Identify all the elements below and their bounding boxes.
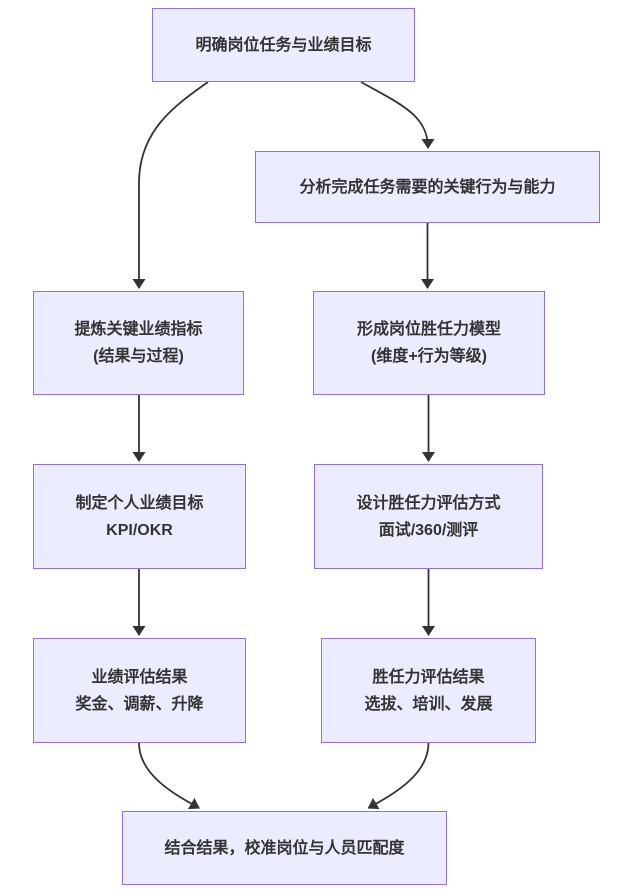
edge-competency-results-to-calibrate: [367, 742, 430, 810]
node-personal-goals: 制定个人业绩目标 KPI/OKR: [33, 464, 246, 569]
edge-performance-results-to-calibrate: [138, 742, 200, 810]
node-label: 提炼关键业绩指标: [74, 321, 203, 338]
node-label: 设计胜任力评估方式: [356, 494, 501, 512]
node-define-goals: 明确岗位任务与业绩目标: [152, 8, 415, 82]
node-performance-results: 业绩评估结果 奖金、调薪、升降: [33, 638, 246, 743]
node-label: 形成岗位胜任力模型: [356, 321, 501, 338]
node-label: 胜任力评估结果: [372, 668, 485, 686]
node-sublabel: KPI/OKR: [106, 521, 173, 539]
edge-define-goals-to-analyze-behaviors: [360, 81, 435, 149]
node-sublabel: (结果与过程): [93, 348, 184, 365]
node-assessment-methods: 设计胜任力评估方式 面试/360/测评: [314, 464, 543, 569]
node-calibrate: 结合结果，校准岗位与人员匹配度: [122, 811, 447, 885]
node-label: 制定个人业绩目标: [75, 494, 204, 512]
edge-define-goals-to-extract-kpi: [132, 81, 209, 289]
node-sublabel: 选拔、培训、发展: [364, 695, 493, 713]
node-label: 业绩评估结果: [91, 668, 188, 686]
node-competency-results: 胜任力评估结果 选拔、培训、发展: [321, 638, 536, 743]
node-sublabel: (维度+行为等级): [370, 348, 487, 365]
node-sublabel: 面试/360/测评: [378, 521, 479, 539]
node-label: 分析完成任务需要的关键行为与能力: [299, 178, 556, 196]
node-label: 结合结果，校准岗位与人员匹配度: [164, 839, 405, 857]
node-competency-model: 形成岗位胜任力模型 (维度+行为等级): [313, 291, 545, 395]
node-extract-kpi: 提炼关键业绩指标 (结果与过程): [33, 291, 244, 395]
node-label: 明确岗位任务与业绩目标: [195, 36, 372, 54]
node-sublabel: 奖金、调薪、升降: [75, 695, 204, 713]
node-analyze-behaviors: 分析完成任务需要的关键行为与能力: [255, 151, 600, 223]
